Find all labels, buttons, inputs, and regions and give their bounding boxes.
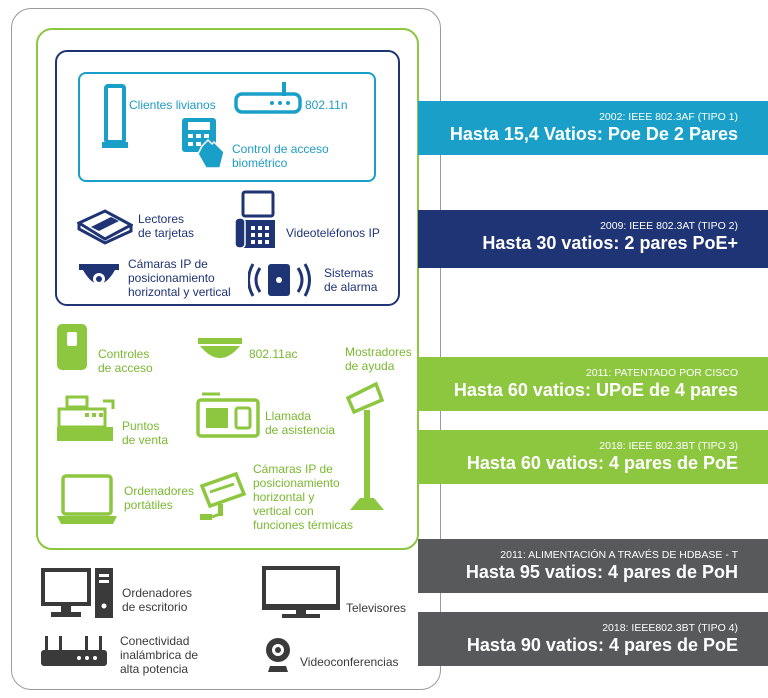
band-year: 2011: PATENTADO POR CISCO: [585, 367, 738, 379]
upoe-devices-group: [36, 28, 419, 550]
band-year: 2018: IEEE802.3BT (TIPO 4): [602, 622, 738, 634]
thin-client-icon: [102, 84, 128, 148]
label-controles-acceso: Controles de acceso: [98, 347, 153, 375]
help-kiosk-icon: [345, 381, 385, 510]
band-power: Hasta 60 vatios: UPoE de 4 pares: [453, 380, 738, 400]
label-televisores: Televisores: [346, 601, 407, 615]
band-year: 2018: IEEE 802.3BT (TIPO 3): [599, 440, 738, 452]
band-2011-poh: 2011: ALIMENTACIÓN A TRAVÉS DE HDBASE - …: [418, 539, 768, 593]
label-control-acceso-biometrico: Control de acceso biométrico: [232, 142, 329, 170]
point-of-sale-icon: [57, 395, 115, 441]
poe-plus-devices-group: [55, 50, 400, 306]
band-2002-poe: 2002: IEEE 802.3AF (TIPO 1) Hasta 15,4 V…: [418, 101, 768, 155]
card-reader-icon: [77, 209, 133, 245]
band-year: 2009: IEEE 802.3AT (TIPO 2): [600, 220, 738, 232]
label-llamada-asistencia: Llamada de asistencia: [265, 409, 336, 437]
band-power: Hasta 15,4 Vatios: Poe De 2 Pares: [449, 124, 738, 144]
label-conectividad-inalambrica: Conectividad inalámbrica de alta potenci…: [120, 634, 199, 676]
label-mostradores-ayuda: Mostradores de ayuda: [345, 345, 412, 373]
webcam-icon: [266, 638, 290, 672]
band-2018-type4: 2018: IEEE802.3BT (TIPO 4) Hasta 90 vati…: [418, 612, 768, 666]
ip-videophone-icon: [234, 190, 275, 249]
television-icon: [262, 566, 340, 618]
band-power: Hasta 30 vatios: 2 pares PoE+: [482, 233, 738, 253]
label-puntos-venta: Puntos de venta: [122, 419, 169, 447]
access-control-icon: [57, 324, 87, 370]
dome-camera-icon: [79, 264, 119, 285]
thermal-camera-icon: [199, 471, 247, 520]
label-camaras-termicas: Cámaras IP de posicionamiento horizontal…: [253, 462, 354, 532]
wireless-router-icon: [41, 636, 107, 666]
laptop-icon: [57, 474, 117, 524]
router-icon: [234, 82, 302, 114]
label-videotelefonos-ip: Videoteléfonos IP: [286, 226, 380, 240]
label-clientes-livianos: Clientes livianos: [129, 98, 216, 112]
alarm-system-icon: [248, 263, 311, 297]
band-power: Hasta 90 vatios: 4 pares de PoE: [466, 635, 738, 655]
label-802-11n: 802.11n: [305, 98, 348, 112]
assistance-call-icon: [196, 392, 260, 438]
band-year: 2011: ALIMENTACIÓN A TRAVÉS DE HDBASE - …: [500, 549, 738, 561]
poe-devices-group: [78, 72, 376, 182]
label-802-11ac: 802.11ac: [249, 347, 298, 361]
biometric-access-icon: [182, 118, 225, 169]
label-ordenadores-escritorio: Ordenadores de escritorio: [122, 586, 193, 614]
band-power: Hasta 60 vatios: 4 pares de PoE: [466, 453, 738, 473]
label-camaras-ip-ptz: Cámaras IP de posicionamiento horizontal…: [128, 257, 231, 299]
band-2018-type3: 2018: IEEE 802.3BT (TIPO 3) Hasta 60 vat…: [418, 430, 768, 484]
label-videoconferencias: Videoconferencias: [300, 655, 399, 669]
band-power: Hasta 95 vatios: 4 pares de PoH: [465, 562, 738, 582]
band-year: 2002: IEEE 802.3AF (TIPO 1): [599, 111, 738, 123]
band-2011-upoe: 2011: PATENTADO POR CISCO Hasta 60 vatio…: [418, 357, 768, 411]
label-sistemas-alarma: Sistemas de alarma: [324, 266, 378, 294]
desktop-computer-icon: [41, 568, 113, 618]
label-lectores-tarjetas: Lectores de tarjetas: [138, 212, 195, 240]
outer-frame: [11, 8, 441, 690]
band-2009-poe-plus: 2009: IEEE 802.3AT (TIPO 2) Hasta 30 vat…: [418, 210, 768, 268]
label-ordenadores-portatiles: Ordenadores portátiles: [124, 484, 195, 512]
access-point-icon: [198, 338, 242, 358]
